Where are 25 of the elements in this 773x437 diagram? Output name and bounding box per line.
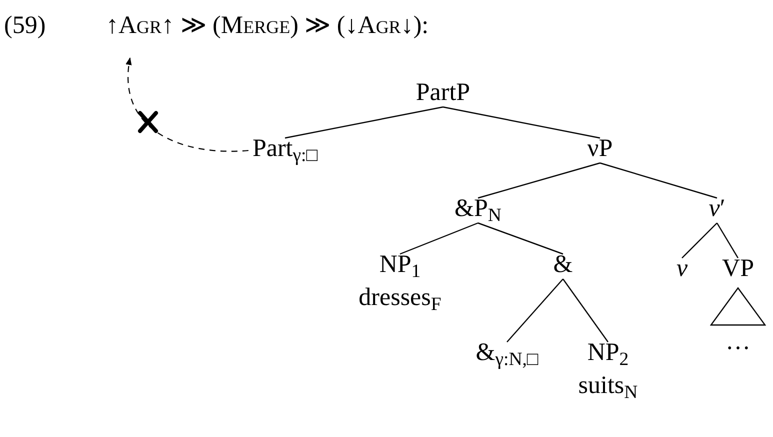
ellipsis: … bbox=[726, 329, 750, 354]
tree-label: νP bbox=[587, 136, 613, 161]
tree-branch bbox=[716, 222, 739, 258]
tree-branch bbox=[682, 222, 718, 258]
tree-label: ν bbox=[676, 256, 688, 281]
tree-branch bbox=[506, 278, 564, 342]
tree-label: NP$_{2}$ bbox=[587, 340, 629, 365]
tree-label: VP bbox=[722, 256, 754, 281]
tree-branch bbox=[442, 106, 600, 139]
word-label: suits$_{N}$ bbox=[578, 373, 638, 398]
tree-branch bbox=[478, 162, 600, 199]
tree-label: ν′ bbox=[708, 196, 726, 221]
tree-branch bbox=[562, 278, 608, 342]
tree-label: &P$_{N}$ bbox=[454, 196, 502, 221]
tree-branch bbox=[600, 162, 718, 199]
tree-label: NP$_{1}$ bbox=[379, 252, 421, 277]
tree-branch bbox=[400, 222, 478, 255]
example-number: (59) bbox=[4, 13, 46, 38]
tree-branch bbox=[284, 106, 444, 139]
constraint-ranking: ↑Agr↑ ≫ (Merge) ≫ (↓Agr↓): bbox=[106, 13, 429, 38]
tree-branch bbox=[478, 222, 564, 255]
tree-label: & bbox=[553, 252, 573, 277]
dashed-arrow bbox=[126, 57, 248, 152]
tree-label: PartP bbox=[416, 80, 470, 105]
word-label: dresses$_{F}$ bbox=[358, 285, 442, 310]
